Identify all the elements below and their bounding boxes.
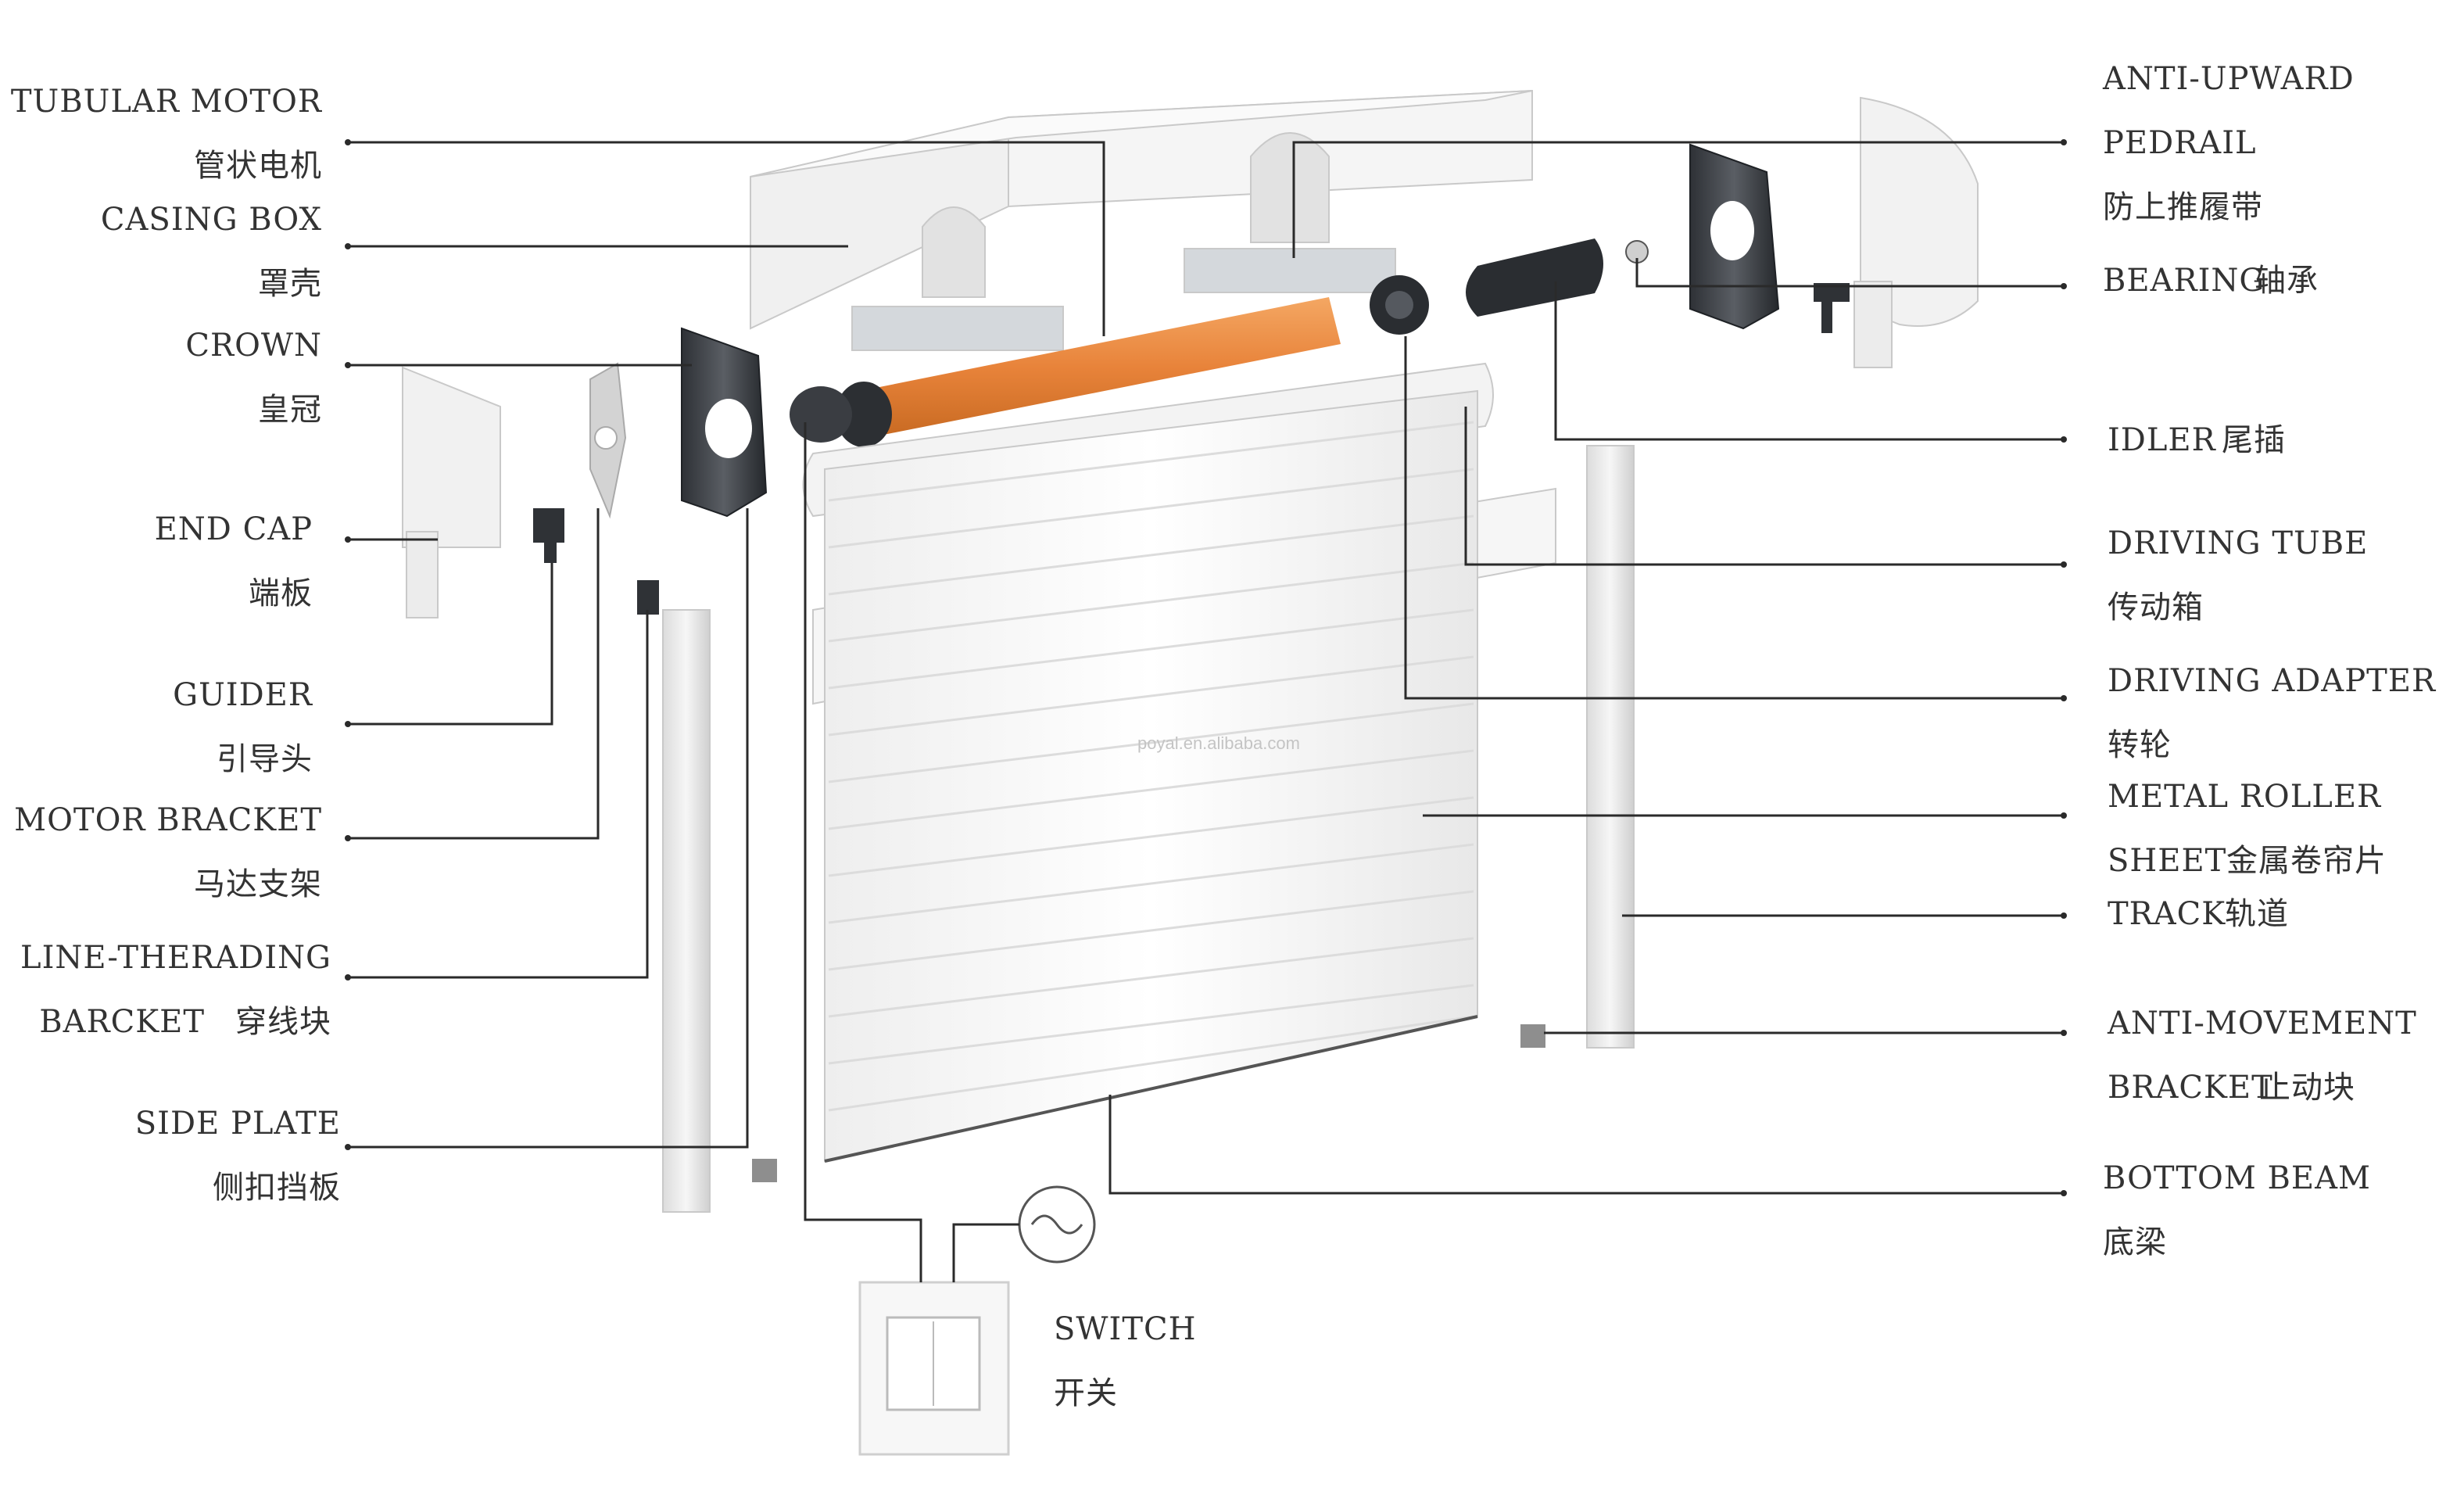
label-idler-en: IDLER [2108, 422, 2217, 458]
label-motor-bracket-en: MOTOR BRACKET [14, 802, 322, 838]
label-anti-upward-en2: PEDRAIL [2103, 125, 2257, 161]
label-bottom-beam-zh: 底梁 [2103, 1224, 2167, 1260]
label-bottom-beam-en: BOTTOM BEAM [2103, 1160, 2371, 1196]
metal-roller-sheet-part [824, 389, 1478, 1163]
label-tubular-motor-en: TUBULAR MOTOR [11, 84, 323, 120]
labels-left: TUBULAR MOTOR 管状电机 CASING BOX 罩壳 CROWN 皇… [11, 84, 341, 1206]
label-side-plate-zh: 侧扣挡板 [213, 1170, 341, 1206]
label-driving-adapter-zh: 转轮 [2108, 727, 2172, 763]
label-crown-zh: 皇冠 [258, 392, 322, 428]
crown-plate-right [1689, 143, 1780, 330]
driving-tube-part [1466, 238, 1603, 317]
label-casing-box-en: CASING BOX [101, 202, 322, 238]
anti-upward-pedrail-right [1853, 96, 1979, 368]
motor-bracket-part [589, 362, 627, 519]
label-anti-movement-en2: BRACKET [2108, 1070, 2273, 1106]
label-end-cap-en: END CAP [155, 511, 313, 547]
guider-part [533, 508, 564, 563]
label-guider-zh: 引导头 [217, 741, 313, 777]
watermark: poyal.en.alibaba.com [1137, 733, 1300, 753]
switch-part [858, 1185, 1096, 1456]
label-motor-bracket-zh: 马达支架 [194, 866, 322, 902]
label-bearing-zh: 轴承 [2254, 263, 2319, 299]
label-driving-adapter-en: DRIVING ADAPTER [2108, 663, 2437, 699]
idler-part [1814, 283, 1850, 333]
track-right-part [1520, 445, 1635, 1049]
label-casing-box-zh: 罩壳 [258, 266, 322, 302]
label-track-zh: 轨道 [2225, 896, 2289, 932]
label-switch-zh: 开关 [1054, 1375, 1118, 1411]
label-line-threading-zh: 穿线块 [235, 1004, 331, 1040]
label-guider-en: GUIDER [173, 677, 313, 713]
anti-upward-pedrail-clips [851, 132, 1396, 351]
label-metal-roller-zh: 金属卷帘片 [2226, 843, 2387, 879]
label-anti-movement-en: ANTI-MOVEMENT [2107, 1006, 2417, 1041]
label-metal-roller-en2: SHEET [2108, 843, 2226, 879]
label-bearing-en: BEARING [2103, 263, 2265, 299]
labels-right: ANTI-UPWARD PEDRAIL 防上推履带 BEARING 轴承 IDL… [1054, 61, 2437, 1411]
driving-adapter-part [1370, 275, 1429, 335]
label-anti-upward-zh: 防上推履带 [2103, 189, 2263, 225]
label-line-threading-en2: BARCKET [39, 1004, 205, 1040]
label-anti-upward-en: ANTI-UPWARD [2102, 61, 2355, 97]
label-tubular-motor-zh: 管状电机 [194, 148, 322, 184]
label-end-cap-zh: 端板 [249, 575, 313, 611]
label-driving-tube-en: DRIVING TUBE [2108, 525, 2368, 561]
label-metal-roller-en: METAL ROLLER [2108, 779, 2382, 815]
label-idler-zh: 尾插 [2222, 422, 2286, 458]
track-left-part [637, 580, 777, 1213]
label-line-threading-en: LINE-THERADING [20, 940, 331, 976]
label-crown-en: CROWN [185, 328, 322, 364]
bottom-beam-part [824, 1015, 1478, 1163]
label-side-plate-en: SIDE PLATE [135, 1106, 341, 1142]
label-anti-movement-zh: 止动块 [2259, 1070, 2355, 1106]
leader-lines [345, 139, 2067, 1282]
label-driving-tube-zh: 传动箱 [2108, 590, 2204, 626]
crown-plate-left [681, 327, 768, 518]
end-cap [402, 366, 501, 618]
label-switch-en: SWITCH [1054, 1311, 1196, 1347]
label-track-en: TRACK [2108, 896, 2226, 932]
